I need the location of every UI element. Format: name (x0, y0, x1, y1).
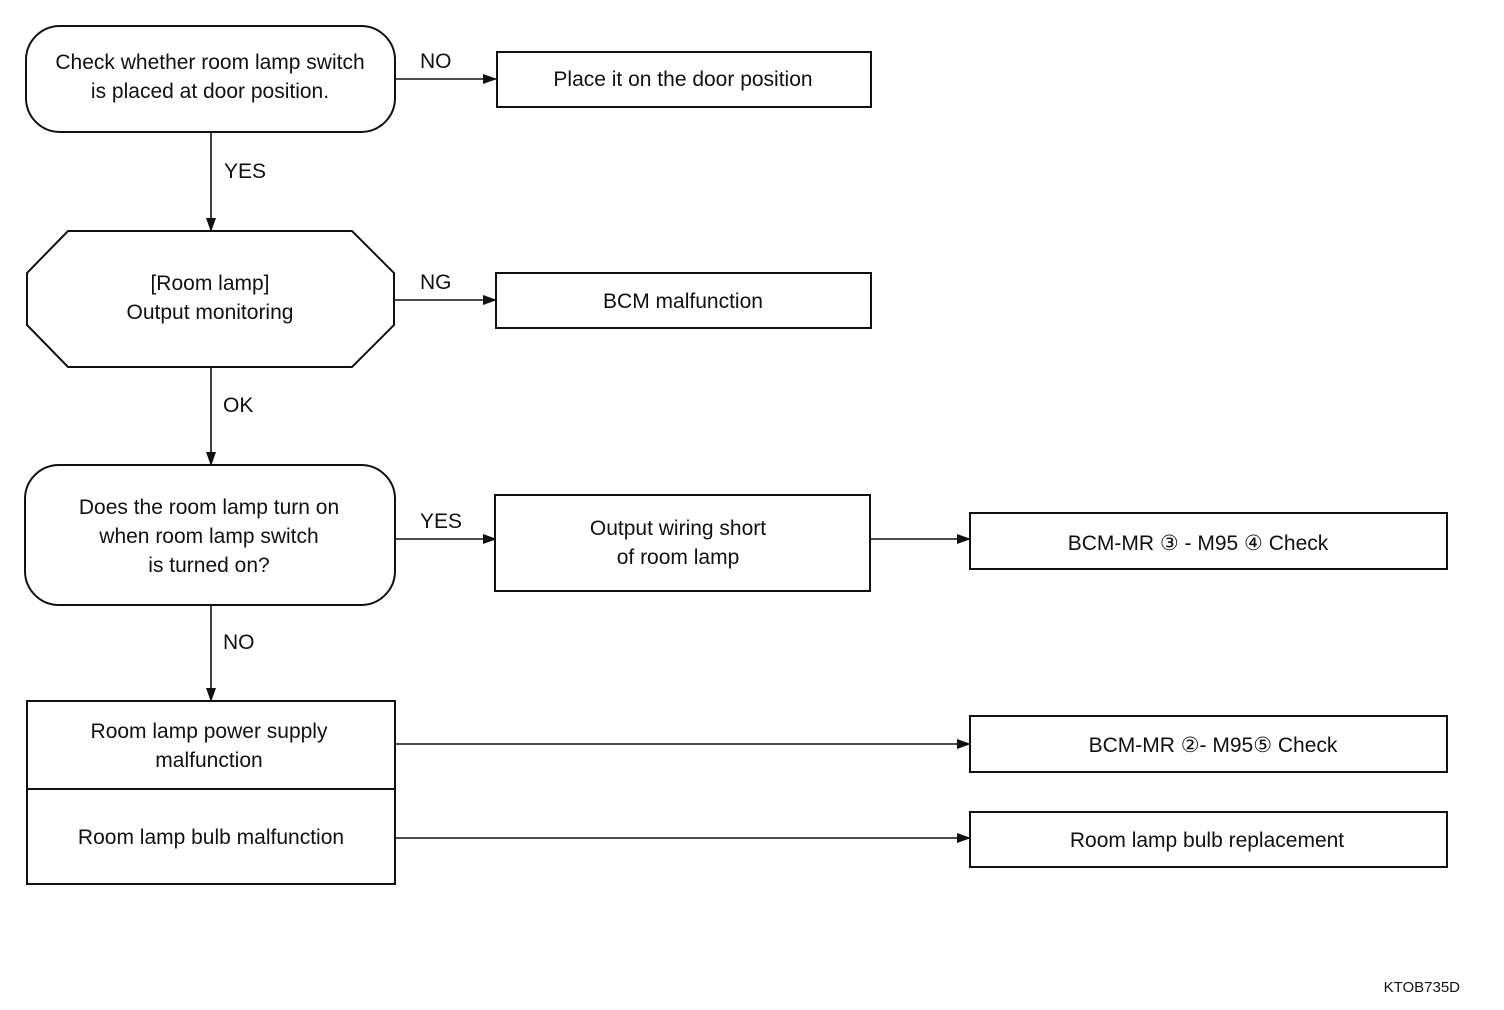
svg-text:Room lamp bulb replacement: Room lamp bulb replacement (1070, 829, 1344, 852)
node-bulb-malfunction: Room lamp bulb malfunction (26, 788, 396, 885)
edge-label-ok: OK (223, 394, 253, 417)
svg-text:Place it on the door position: Place it on the door position (553, 68, 812, 91)
svg-text:BCM-MR ③ - M95 ④ Check: BCM-MR ③ - M95 ④ Check (1068, 532, 1329, 555)
svg-text:[Room lamp]Output monitoring: [Room lamp]Output monitoring (127, 272, 294, 324)
node-output-monitor: [Room lamp]Output monitoring (26, 230, 395, 368)
edge-label-yes: YES (420, 510, 462, 533)
node-check-3-4: BCM-MR ③ - M95 ④ Check (969, 512, 1448, 570)
edge-label-no: NO (420, 50, 452, 73)
edge-label-no: NO (223, 631, 255, 654)
node-bulb-replacement: Room lamp bulb replacement (969, 811, 1448, 868)
svg-text:BCM-MR ②- M95⑤ Check: BCM-MR ②- M95⑤ Check (1089, 734, 1338, 757)
svg-text:BCM malfunction: BCM malfunction (603, 290, 763, 313)
edge-label-yes: YES (224, 160, 266, 183)
reference-code: KTOB735D (1384, 979, 1461, 996)
node-bcm-malfunction: BCM malfunction (495, 272, 872, 329)
node-place-door: Place it on the door position (496, 51, 872, 108)
edge-label-ng: NG (420, 271, 452, 294)
node-check-2-5: BCM-MR ②- M95⑤ Check (969, 715, 1448, 773)
svg-text:Room lamp bulb malfunction: Room lamp bulb malfunction (78, 826, 344, 849)
